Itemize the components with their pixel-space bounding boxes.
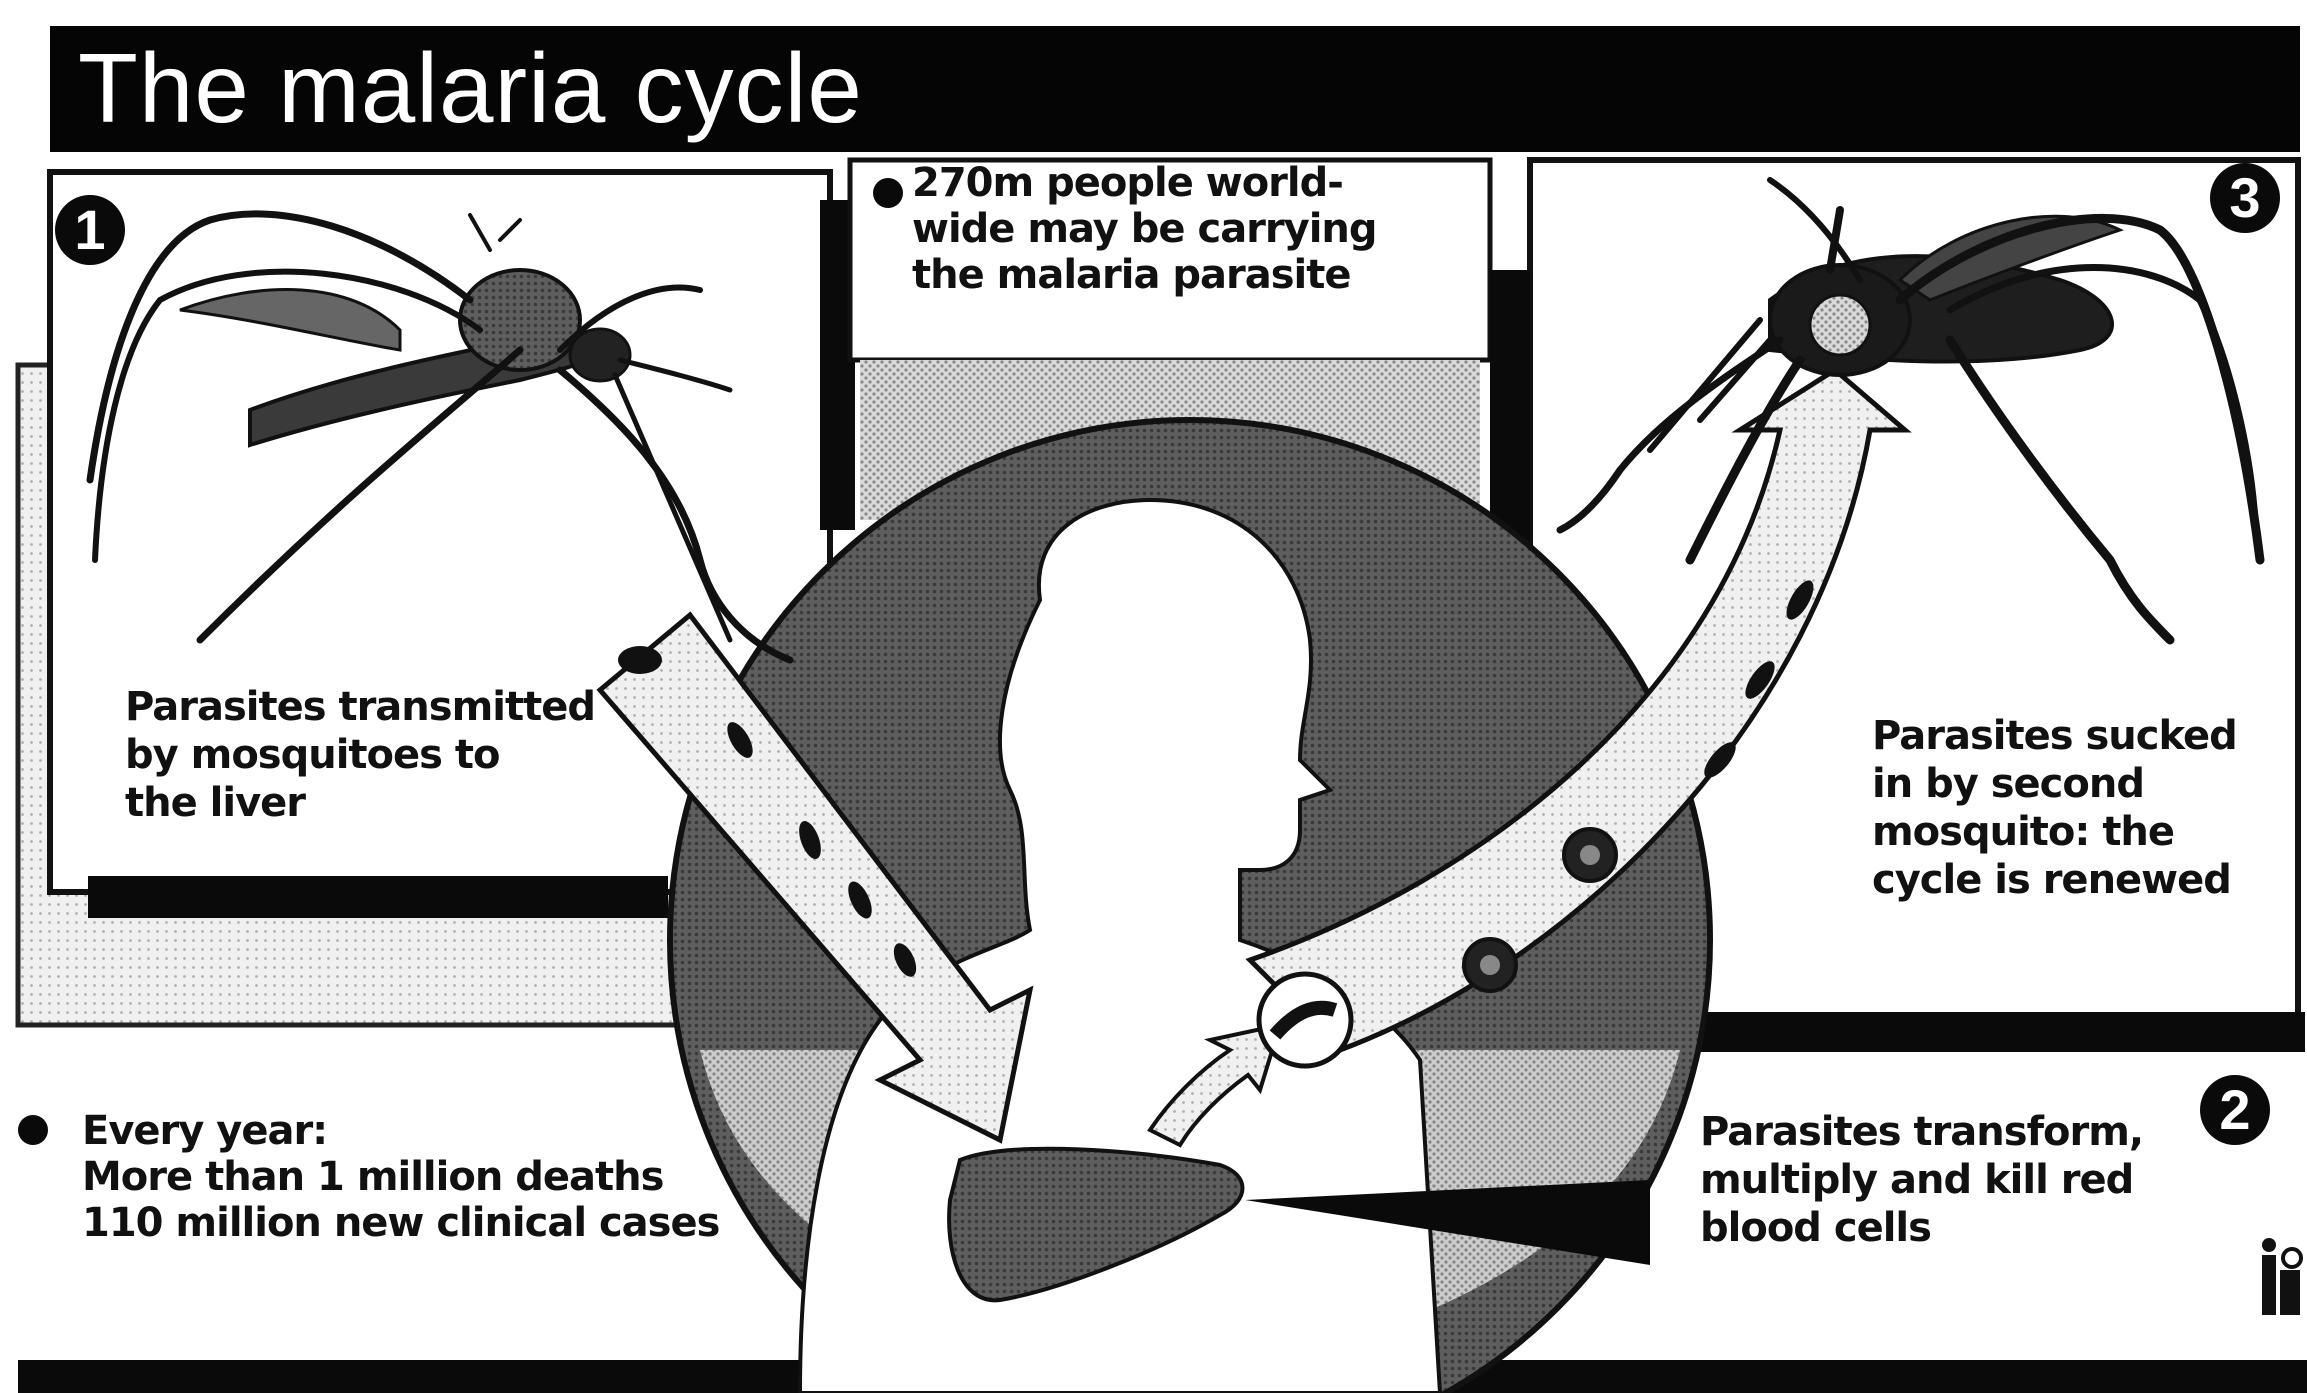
bottom-bar-right xyxy=(1390,1360,2307,1393)
carriers-stat-line: wide may be carrying xyxy=(912,206,1377,252)
step-3-caption: Parasites sucked in by second mosquito: … xyxy=(1872,712,2237,904)
bullet-icon xyxy=(873,178,903,208)
step-1-caption-line: by mosquitoes to xyxy=(125,731,595,779)
panel-1-shadow xyxy=(88,876,668,918)
step-3-caption-line: Parasites sucked xyxy=(1872,712,2237,760)
blood-cell-magnifier xyxy=(1259,974,1351,1066)
step-1-caption-line: the liver xyxy=(125,779,595,827)
carriers-stat: 270m people world- wide may be carrying … xyxy=(912,160,1377,298)
carriers-stat-line: the malaria parasite xyxy=(912,252,1377,298)
diagram-title: The malaria cycle xyxy=(78,28,863,148)
step-2-caption: Parasites transform, multiply and kill r… xyxy=(1700,1108,2143,1252)
yearly-stat-line: 110 million new clinical cases xyxy=(82,1200,719,1246)
yearly-stat: Every year: More than 1 million deaths 1… xyxy=(82,1108,719,1246)
step-1-caption: Parasites transmitted by mosquitoes to t… xyxy=(125,683,595,827)
step-2-caption-line: blood cells xyxy=(1700,1204,2143,1252)
step-3-badge: 3 xyxy=(2210,163,2280,233)
panel-3-side xyxy=(1490,270,1530,550)
bullet-icon xyxy=(18,1115,48,1145)
step-1-caption-line: Parasites transmitted xyxy=(125,683,595,731)
step-1-badge: 1 xyxy=(55,195,125,265)
step-2-caption-line: multiply and kill red xyxy=(1700,1156,2143,1204)
step-3-caption-line: cycle is renewed xyxy=(1872,856,2237,904)
yearly-stat-line: More than 1 million deaths xyxy=(82,1154,719,1200)
step-2-badge: 2 xyxy=(2200,1075,2270,1145)
panel-3-shadow xyxy=(1660,1012,2305,1052)
publisher-logo-mark xyxy=(2262,1238,2301,1315)
step-3-caption-line: mosquito: the xyxy=(1872,808,2237,856)
carriers-stat-line: 270m people world- xyxy=(912,160,1377,206)
step-3-caption-line: in by second xyxy=(1872,760,2237,808)
step-2-caption-line: Parasites transform, xyxy=(1700,1108,2143,1156)
yearly-stat-line: Every year: xyxy=(82,1108,719,1154)
